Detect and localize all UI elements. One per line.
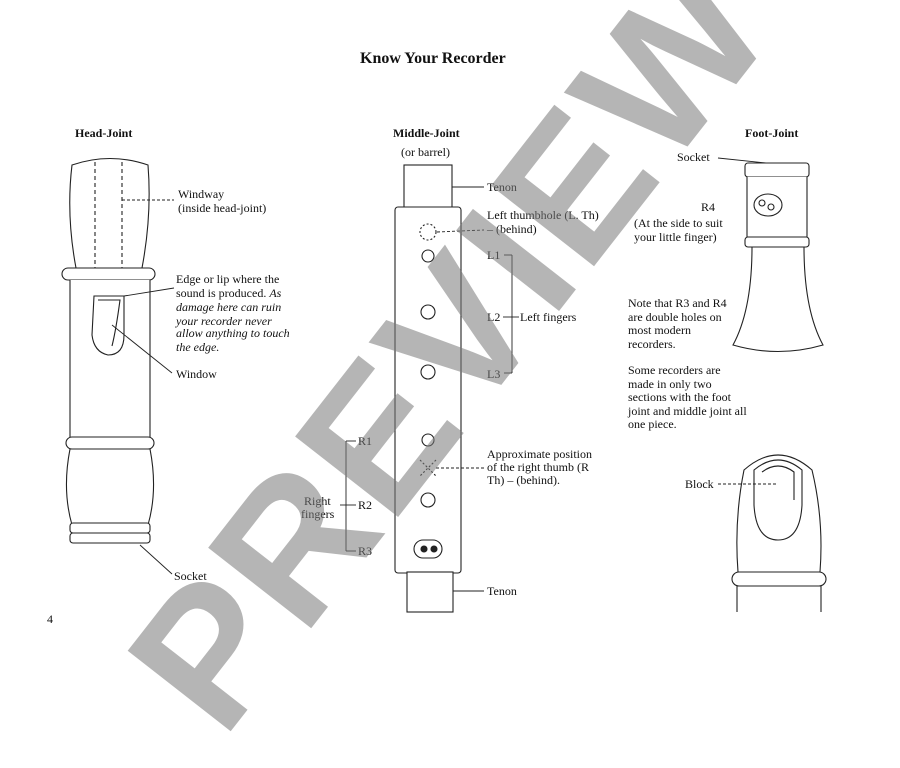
right-fingers-label: Right (304, 494, 331, 508)
r4-label: R4 (701, 200, 716, 214)
edge-label-line1: Edge or lip where the (176, 272, 280, 286)
double-holes-note-line3: most modern (628, 323, 691, 337)
edge-label-line2b: As (269, 286, 282, 300)
block-label: Block (685, 477, 714, 491)
right-thumb-label-line2: of the right thumb (R (487, 460, 589, 474)
right-fingers-sublabel: fingers (301, 507, 335, 521)
edge-label-line2a: sound is produced. (176, 286, 267, 300)
foot-socket-label: Socket (677, 150, 710, 164)
l2-label: L2 (487, 310, 501, 324)
edge-label-line5: allow anything to touch (176, 326, 290, 340)
recorder-diagram-page: Know Your Recorder 4 Head-Joint Windway … (47, 0, 827, 767)
l3-label: L3 (487, 367, 501, 381)
edge-label-line6: the edge. (176, 340, 220, 354)
windway-sublabel: (inside head-joint) (178, 201, 267, 215)
sections-note-line2: made in only two (628, 377, 712, 391)
middle-joint-drawing (394, 164, 462, 613)
edge-label-line3: damage here can ruin (176, 300, 282, 314)
r3-label: R3 (358, 544, 373, 558)
left-fingers-label: Left fingers (520, 310, 577, 324)
right-thumb-label-line1: Approximate position (487, 447, 592, 461)
head-joint-leaders (111, 199, 175, 575)
sections-note-line5: one piece. (628, 417, 677, 431)
middle-joint-subheading: (or barrel) (401, 145, 450, 159)
tenon-bottom-label: Tenon (487, 584, 517, 598)
window-label: Window (176, 367, 217, 381)
double-holes-note-line4: recorders. (628, 337, 676, 351)
head-socket-label: Socket (174, 569, 207, 583)
double-holes-note-line2: are double holes on (628, 310, 722, 324)
tenon-top-label: Tenon (487, 180, 517, 194)
right-thumb-label-line3: Th) – (behind). (487, 473, 560, 487)
head-joint-heading: Head-Joint (75, 126, 133, 140)
foot-joint-heading: Foot-Joint (745, 126, 799, 140)
foot-joint-leaders (717, 157, 776, 485)
double-holes-note-line1: Note that R3 and R4 (628, 296, 727, 310)
middle-joint-leaders (340, 186, 519, 592)
sections-note-line1: Some recorders are (628, 363, 721, 377)
foot-joint-drawing (732, 162, 824, 353)
r4-note-line2: your little finger) (634, 230, 717, 244)
edge-label-line2: sound is produced. As (176, 286, 281, 300)
left-thumbhole-sublabel: – (behind) (487, 222, 537, 236)
r4-note-line1: (At the side to suit (634, 216, 723, 230)
block-drawing (731, 454, 827, 612)
head-joint-drawing (61, 158, 156, 544)
sections-note-line3: sections with the foot (628, 390, 731, 404)
recorder-drawing (61, 157, 827, 613)
middle-joint-heading: Middle-Joint (393, 126, 460, 140)
r1-label: R1 (358, 434, 373, 448)
left-thumbhole-label: Left thumbhole (L. Th) (487, 208, 599, 222)
page-title: Know Your Recorder (360, 50, 506, 67)
page-number: 4 (47, 612, 53, 626)
windway-label: Windway (178, 187, 225, 201)
edge-label-line4: your recorder never (176, 314, 272, 328)
sections-note-line4: joint and middle joint all (628, 404, 747, 418)
r2-label: R2 (358, 498, 373, 512)
l1-label: L1 (487, 248, 501, 262)
